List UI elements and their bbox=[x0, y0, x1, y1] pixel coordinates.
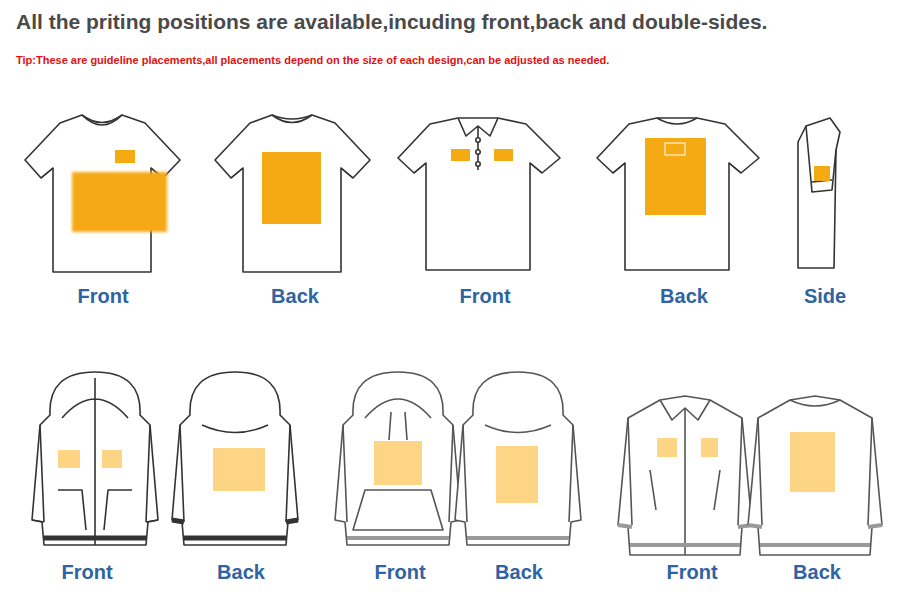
view-label: Back bbox=[217, 561, 265, 584]
polo-back bbox=[597, 118, 759, 270]
print-area bbox=[701, 438, 718, 457]
view-label: Front bbox=[459, 285, 510, 308]
polo-front bbox=[398, 118, 560, 270]
view-label: Side bbox=[804, 285, 846, 308]
print-area bbox=[451, 149, 470, 161]
print-area bbox=[102, 450, 122, 468]
print-area bbox=[115, 150, 135, 163]
view-label: Front bbox=[77, 285, 128, 308]
print-area bbox=[72, 172, 167, 232]
shirt-side bbox=[798, 118, 840, 268]
zip-hoodie-back bbox=[172, 372, 298, 545]
tshirt-back bbox=[215, 115, 370, 272]
print-area bbox=[494, 149, 513, 161]
view-label: Front bbox=[374, 561, 425, 584]
print-area bbox=[657, 438, 677, 457]
view-label: Back bbox=[271, 285, 319, 308]
print-area bbox=[645, 138, 706, 215]
print-area bbox=[790, 432, 835, 492]
print-area bbox=[262, 152, 321, 224]
view-label: Front bbox=[61, 561, 112, 584]
view-label: Back bbox=[495, 561, 543, 584]
tshirt-front bbox=[25, 115, 180, 272]
print-area bbox=[814, 166, 830, 181]
print-area bbox=[496, 446, 538, 503]
page-title: All the priting positions are available,… bbox=[16, 10, 767, 34]
print-area bbox=[213, 448, 265, 491]
print-area bbox=[58, 450, 80, 468]
print-area bbox=[374, 441, 422, 485]
jacket-back bbox=[748, 396, 882, 555]
view-label: Back bbox=[793, 561, 841, 584]
jacket-front bbox=[618, 396, 752, 555]
pullover-hoodie-front bbox=[335, 372, 461, 545]
label-outline bbox=[665, 143, 685, 155]
zip-hoodie-front bbox=[32, 372, 158, 545]
pullover-hoodie-back bbox=[455, 372, 581, 545]
tip-note: Tip:These are guideline placements,all p… bbox=[16, 54, 609, 66]
view-label: Front bbox=[666, 561, 717, 584]
view-label: Back bbox=[660, 285, 708, 308]
